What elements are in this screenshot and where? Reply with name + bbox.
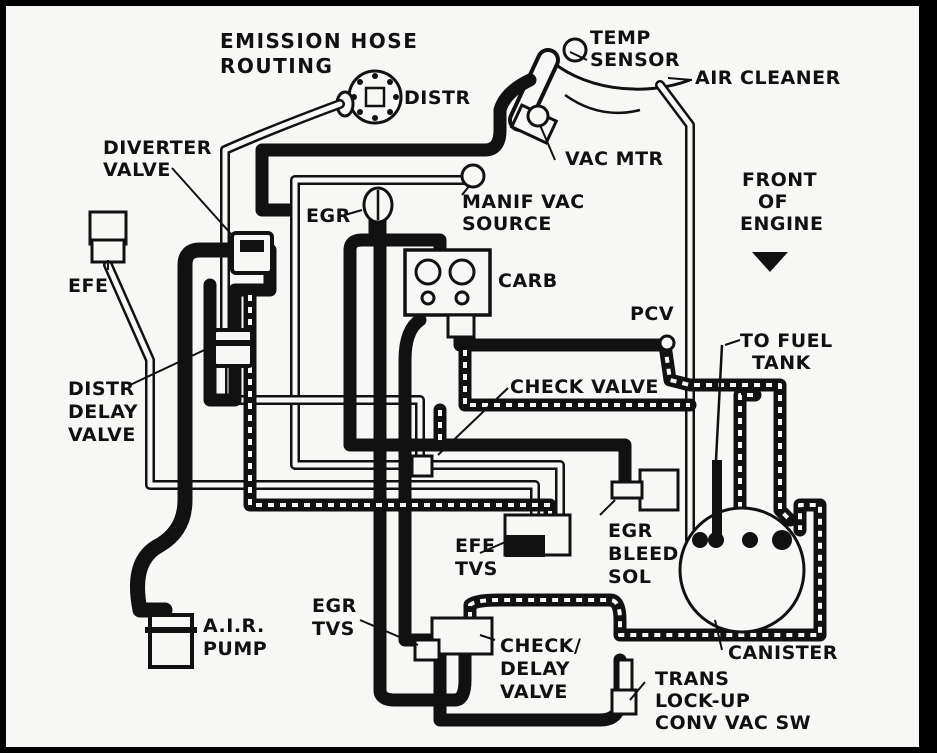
vac-motor-hose	[255, 73, 537, 217]
air-pump-hose	[130, 242, 253, 618]
label-air-pump-2: PUMP	[203, 638, 267, 660]
label-efe-tvs-2: TVS	[455, 558, 498, 580]
label-trans-2: LOCK-UP	[655, 690, 750, 712]
diagram-title-line1: EMISSION HOSE	[220, 29, 418, 53]
label-front-2: OF	[758, 191, 788, 213]
label-egr: EGR	[306, 205, 351, 227]
label-egr-tvs-2: TVS	[312, 618, 355, 640]
air-cleaner	[546, 56, 691, 115]
label-temp-sensor-1: TEMP	[590, 27, 651, 49]
label-trans-1: TRANS	[655, 668, 729, 690]
label-check-valve: CHECK VALVE	[510, 376, 659, 398]
right-border-bar	[919, 0, 937, 753]
diagram-title-line2: ROUTING	[220, 54, 333, 78]
dashed-hose-checkdelay	[463, 498, 827, 642]
distr-delay-hose	[225, 345, 425, 475]
dashed-hose-carb	[458, 343, 697, 412]
emission-hose-diagram: EMISSION HOSE ROUTING DISTR TEMP SENSOR …	[68, 27, 841, 734]
label-egr-tvs-1: EGR	[312, 595, 357, 617]
label-front-1: FRONT	[742, 169, 817, 191]
label-manif-vac-2: SOURCE	[462, 213, 552, 235]
efe-hose	[103, 260, 540, 530]
label-temp-sensor-2: SENSOR	[590, 49, 680, 71]
label-distr: DISTR	[404, 87, 471, 109]
dashed-hose-canister	[733, 388, 762, 527]
air-pump-icon	[145, 613, 197, 669]
label-diverter-valve-1: DIVERTER	[103, 137, 212, 159]
label-distr-delay-2: DELAY	[68, 401, 138, 423]
label-trans-3: CONV VAC SW	[655, 712, 811, 734]
label-efe: EFE	[68, 275, 108, 297]
manif-vac-hose	[290, 175, 565, 525]
leader-lines	[107, 51, 741, 701]
label-diverter-valve-2: VALVE	[103, 159, 171, 181]
label-check-delay-3: VALVE	[500, 681, 568, 703]
manif-vac-source-icon	[460, 163, 486, 189]
label-air-cleaner: AIR CLEANER	[695, 67, 841, 89]
label-to-fuel-2: TANK	[752, 352, 812, 374]
egr-tvs-icon	[413, 616, 494, 662]
diagram-frame: EMISSION HOSE ROUTING DISTR TEMP SENSOR …	[6, 6, 919, 747]
label-air-pump-1: A.I.R.	[203, 615, 265, 637]
efe-icon	[88, 210, 128, 264]
label-egr-bleed-3: SOL	[608, 566, 651, 588]
egr-bleed-sol-icon	[610, 468, 680, 512]
egr-tvs-hose	[373, 213, 472, 707]
label-vac-mtr: VAC MTR	[565, 148, 664, 170]
label-distr-delay-3: VALVE	[68, 424, 136, 446]
label-manif-vac-1: MANIF VAC	[462, 191, 585, 213]
egr-valve-icon	[362, 186, 394, 224]
label-egr-bleed-1: EGR	[608, 520, 653, 542]
trans-lockup-switch-icon	[610, 658, 638, 716]
label-check-delay-1: CHECK/	[500, 635, 581, 657]
distributor-vacuum-hose	[220, 99, 345, 340]
label-canister: CANISTER	[728, 642, 838, 664]
check-valve-icon	[410, 454, 434, 478]
label-carb: CARB	[498, 270, 558, 292]
label-efe-tvs-1: EFE	[455, 535, 495, 557]
label-distr-delay-1: DISTR	[68, 378, 135, 400]
label-to-fuel-1: TO FUEL	[740, 330, 833, 352]
temp-sensor-icon	[562, 37, 588, 63]
label-front-3: ENGINE	[740, 213, 823, 235]
label-pcv: PCV	[630, 303, 674, 325]
carb-egr-hose	[398, 313, 437, 647]
carburetor-icon	[403, 248, 492, 339]
efe-tvs-icon	[503, 513, 572, 557]
label-egr-bleed-2: BLEED	[608, 543, 679, 565]
label-check-delay-2: DELAY	[500, 658, 570, 680]
canister-icon	[678, 344, 806, 634]
distributor-icon	[335, 69, 403, 125]
distr-delay-valve-icon	[212, 328, 254, 368]
front-arrow-icon	[752, 252, 788, 272]
dashed-hose-pcv	[658, 338, 797, 527]
temp-sensor-duct	[508, 37, 588, 145]
diverter-valve-icon	[230, 231, 274, 275]
pcv-icon	[658, 334, 676, 352]
